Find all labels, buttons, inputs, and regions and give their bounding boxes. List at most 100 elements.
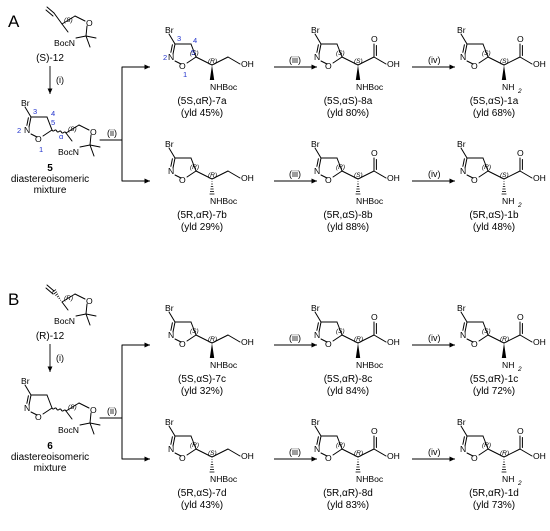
amine-label: NHBoc — [210, 474, 238, 484]
reagent-step-iv: (iv) — [428, 447, 441, 457]
oxazolidine-bond — [89, 412, 92, 424]
compound-yield: (yld 43%) — [181, 500, 223, 511]
methyl-bond — [89, 144, 101, 148]
ca-stereo-label: (R) — [208, 172, 217, 179]
nitrogen-atom: N — [314, 330, 320, 340]
bromine-atom: Br — [311, 25, 320, 35]
oxazolidine-bond — [61, 23, 69, 33]
atom-number-4: 4 — [51, 109, 55, 118]
c5-stereo-label: (S) — [482, 50, 491, 57]
vinyl-double-bond — [46, 6, 55, 14]
c5-stereo-label: (S) — [336, 328, 345, 335]
ring-double-bond — [316, 44, 319, 53]
nitrogen-atom: N — [314, 444, 320, 454]
bromo-bond — [460, 33, 468, 45]
amine-subscript: 2 — [517, 202, 522, 209]
ring-double-bond — [462, 158, 465, 167]
acid-oh-bond — [519, 56, 533, 65]
compound-yield: (yld 72%) — [473, 386, 515, 397]
vinyl-hashed-bond — [56, 295, 60, 298]
acid-oh-bond — [373, 56, 387, 65]
vinyl-bond — [53, 12, 63, 25]
nitrogen-atom: N — [168, 444, 174, 454]
oxazolidine-bond — [75, 313, 87, 317]
oxygen-atom: O — [35, 134, 42, 144]
atom-number-1: 1 — [183, 70, 187, 79]
c5-ca-bond — [195, 170, 213, 180]
oxazolidine-oxygen: O — [90, 127, 97, 137]
c5-ca-bond — [487, 448, 505, 458]
bromo-bond — [314, 147, 322, 159]
bromine-atom: Br — [311, 139, 320, 149]
compound-label: (5S,αR)-7a — [177, 96, 227, 107]
ring-bond — [466, 452, 474, 457]
ring-double-bond — [464, 43, 468, 55]
ring-bond — [30, 133, 38, 138]
bromo-bond — [168, 147, 176, 159]
oxazolidine-bond — [65, 410, 73, 420]
ca-stereo-label: (R) — [208, 336, 217, 343]
methyl-bond — [85, 313, 91, 326]
ca-cooh-bond — [357, 448, 375, 458]
ring-double-bond — [170, 322, 173, 331]
oxazolidine-stereo-label: (R) — [64, 295, 73, 302]
ring-double-bond — [316, 158, 319, 167]
boc-nitrogen: BocN — [54, 38, 75, 48]
oxazolidine-bond — [79, 422, 91, 426]
amine-label: NHBoc — [210, 196, 238, 206]
c5-ca-bond — [341, 56, 359, 66]
bromo-bond — [460, 147, 468, 159]
vinyl-hashed-bond — [51, 289, 57, 293]
bromine-atom: Br — [311, 303, 320, 313]
c5-stereo-label: (S) — [190, 328, 199, 335]
c5-ca-bond — [487, 334, 505, 344]
bromo-bond — [460, 425, 468, 437]
bromo-bond — [314, 311, 322, 323]
ring-bond — [478, 334, 489, 342]
c5-ca-bond — [195, 334, 213, 344]
oxygen-atom: O — [179, 61, 186, 71]
bromine-atom: Br — [165, 303, 174, 313]
atom-number-3: 3 — [33, 107, 37, 116]
ring-double-bond — [462, 44, 465, 53]
ch2-oh-bond — [227, 56, 241, 65]
hydroxyl-group: OH — [241, 173, 254, 183]
methyl-bond — [89, 422, 95, 435]
ring-bond — [482, 157, 489, 172]
ring-double-bond — [26, 117, 29, 126]
ring-bond — [336, 157, 343, 172]
ca-cooh-bond — [503, 170, 521, 180]
oxygen-atom: O — [325, 453, 332, 463]
reagent-step-ii: (ii) — [107, 406, 117, 416]
oxazolidine-oxygen: O — [86, 18, 93, 28]
oxygen-atom: O — [471, 339, 478, 349]
ring-bond — [186, 334, 197, 342]
methyl-bond — [85, 313, 97, 317]
ca-stereo-label: (R) — [354, 450, 363, 457]
nitrogen-atom: N — [460, 330, 466, 340]
nitrogen-atom: N — [460, 444, 466, 454]
bromine-atom: Br — [311, 417, 320, 427]
carbonyl-oxygen: O — [517, 34, 524, 44]
vinyl-double-bond — [45, 9, 54, 17]
amine-label: NHBoc — [356, 360, 384, 370]
stereo-wedge-bond — [501, 65, 507, 80]
compound-yield: (yld 48%) — [473, 222, 515, 233]
ring-bond — [336, 435, 343, 450]
starting-material-label: (S)-12 — [36, 53, 64, 64]
amine-subscript: 2 — [517, 480, 522, 487]
hydroxyl-group: OH — [241, 59, 254, 69]
ring-bond — [482, 435, 489, 450]
nitrogen-atom: N — [24, 403, 30, 413]
amine-label: NHBoc — [356, 474, 384, 484]
bromine-atom: Br — [165, 139, 174, 149]
ch2-oh-bond — [227, 334, 241, 343]
intermediate-caption-1: diastereoisomeric — [11, 452, 89, 463]
compound-label: (5S,αS)-8a — [324, 96, 373, 107]
ca-stereo-label: (R) — [500, 336, 509, 343]
